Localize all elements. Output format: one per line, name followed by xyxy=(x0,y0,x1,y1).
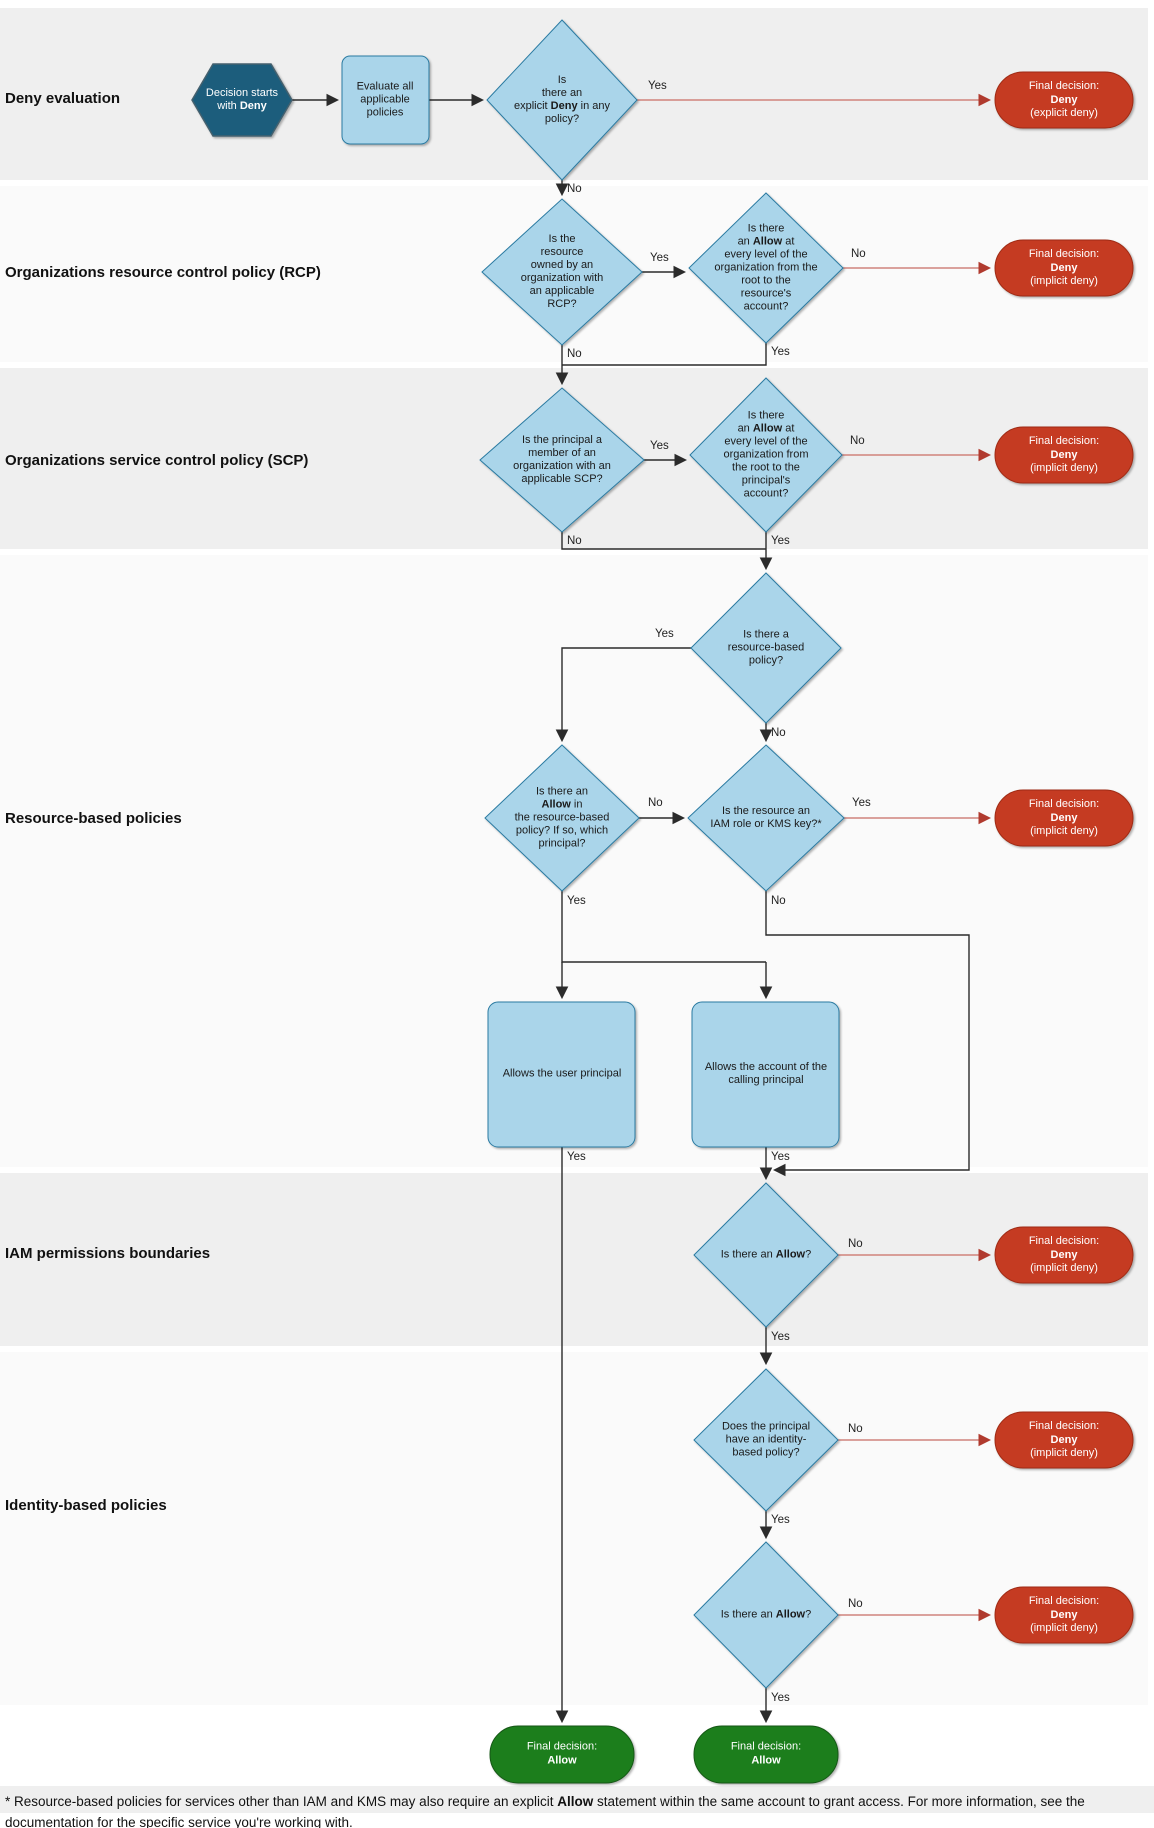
section-label-rcp: Organizations resource control policy (R… xyxy=(5,264,321,281)
start-hexagon xyxy=(191,63,293,137)
diamond-rcp-allow xyxy=(688,192,844,344)
footnote-text: * Resource-based policies for services o… xyxy=(5,1794,1085,1828)
final-allow-oval-right xyxy=(693,1725,839,1784)
final-deny-implicit-oval-identity2 xyxy=(994,1586,1134,1644)
diamond-scp-member-label: Is the principal a member of an organiza… xyxy=(513,434,611,485)
diamond-scp-allow-label: Is there an Allow at every level of the … xyxy=(723,409,809,500)
section-label-scp: Organizations service control policy (SC… xyxy=(5,452,309,469)
diamond-explicit-deny xyxy=(486,19,638,181)
evaluate-policies-label: Evaluate all applicable policies xyxy=(356,80,414,119)
final-deny-explicit-oval xyxy=(994,71,1134,129)
edge-label-no: No xyxy=(648,797,663,809)
edge-scp-no-across xyxy=(561,532,766,550)
final-deny-implicit-oval-scp xyxy=(994,426,1134,484)
band-identity-based xyxy=(0,1352,1148,1705)
edge-label-no: No xyxy=(850,435,865,447)
edge-label-yes: Yes xyxy=(650,440,669,452)
diamond-identity-exists-label: Does the principal have an identity- bas… xyxy=(721,1420,811,1459)
diamond-pb-allow xyxy=(693,1182,839,1328)
edge-label-no: No xyxy=(567,535,582,547)
diamond-rbp-allow-label: Is there an Allow in the resource-based … xyxy=(514,785,610,850)
final-deny-implicit-label-pb: Final decision: Deny (implicit deny) xyxy=(1028,1234,1100,1274)
edge-label-yes: Yes xyxy=(771,535,790,547)
footnote-strip xyxy=(0,1786,1154,1813)
final-deny-implicit-label-identity2: Final decision: Deny (implicit deny) xyxy=(1028,1594,1100,1634)
section-label-permissions-boundaries: IAM permissions boundaries xyxy=(5,1245,211,1262)
edge-label-yes: Yes xyxy=(771,346,790,358)
final-deny-explicit-label: Final decision: Deny (explicit deny) xyxy=(1028,79,1100,119)
section-label-resource-based: Resource-based policies xyxy=(5,810,182,827)
final-deny-implicit-oval-rcp xyxy=(994,239,1134,297)
edge-label-no: No xyxy=(848,1598,863,1610)
final-allow-oval-left xyxy=(489,1725,635,1784)
allows-account-label: Allows the account of the calling princi… xyxy=(704,1061,828,1086)
edge-rcp-allow-yes-return xyxy=(562,343,767,366)
allows-user-principal-box xyxy=(487,1001,636,1148)
edge-label-no: No xyxy=(567,348,582,360)
edge-label-no: No xyxy=(848,1423,863,1435)
diamond-rbp-allow xyxy=(484,744,640,892)
edge-rbp-exists-yes xyxy=(555,647,691,743)
edge-label-no: No xyxy=(771,895,786,907)
edge-rbp-allow-yes-split xyxy=(561,891,766,963)
final-deny-implicit-oval-identity1 xyxy=(994,1411,1134,1469)
edge-label-yes: Yes xyxy=(771,1692,790,1704)
edge-label-yes: Yes xyxy=(648,80,667,92)
edge-label-yes: Yes xyxy=(771,1151,790,1163)
final-deny-implicit-oval-pb xyxy=(994,1226,1134,1284)
diamond-scp-member xyxy=(479,387,645,533)
final-deny-implicit-label-scp: Final decision: Deny (implicit deny) xyxy=(1028,434,1100,474)
diamond-rcp-allow-label: Is there an Allow at every level of the … xyxy=(714,222,818,313)
diamond-identity-exists xyxy=(693,1368,839,1512)
diamond-identity-allow-label: Is there an Allow? xyxy=(720,1608,812,1621)
diamond-pb-allow-label: Is there an Allow? xyxy=(720,1248,812,1261)
final-deny-implicit-label-identity1: Final decision: Deny (implicit deny) xyxy=(1028,1419,1100,1459)
allows-user-principal-label: Allows the user principal xyxy=(502,1067,622,1080)
diamond-iam-kms-label: Is the resource an IAM role or KMS key?* xyxy=(710,805,822,830)
edge-label-yes: Yes xyxy=(852,797,871,809)
final-deny-implicit-oval-rbp xyxy=(994,789,1134,847)
edge-label-yes: Yes xyxy=(650,252,669,264)
edge-label-yes: Yes xyxy=(655,628,674,640)
allows-account-box xyxy=(691,1001,840,1148)
final-allow-label-right: Final decision: Allow xyxy=(730,1740,802,1767)
section-label-deny-evaluation: Deny evaluation xyxy=(5,90,121,107)
diamond-rbp-exists-label: Is there a resource-based policy? xyxy=(727,628,805,667)
edge-label-yes: Yes xyxy=(567,895,586,907)
evaluate-policies-box xyxy=(341,55,430,145)
diamond-rcp-owned-label: Is the resource owned by an organization… xyxy=(520,233,604,310)
band-permissions-boundaries xyxy=(0,1173,1148,1346)
edge-iam-kms-no-loop xyxy=(765,891,970,1177)
edge-label-no: No xyxy=(567,183,582,195)
diamond-identity-allow xyxy=(693,1541,839,1689)
edge-label-no: No xyxy=(848,1238,863,1250)
final-deny-implicit-label-rcp: Final decision: Deny (implicit deny) xyxy=(1028,247,1100,287)
diamond-rcp-owned xyxy=(481,198,643,346)
edge-label-yes: Yes xyxy=(771,1514,790,1526)
edge-label-yes: Yes xyxy=(771,1331,790,1343)
final-allow-label-left: Final decision: Allow xyxy=(526,1740,598,1767)
diamond-scp-allow xyxy=(689,377,843,533)
edge-label-no: No xyxy=(771,727,786,739)
start-hexagon-label: Decision starts with Deny xyxy=(205,87,279,112)
final-deny-implicit-label-rbp: Final decision: Deny (implicit deny) xyxy=(1028,797,1100,837)
diamond-rbp-exists xyxy=(690,572,842,724)
diamond-explicit-deny-label: Is there an explicit Deny in any policy? xyxy=(513,74,610,125)
diamond-iam-kms xyxy=(687,744,845,892)
section-label-identity-based: Identity-based policies xyxy=(5,1497,167,1514)
edge-label-no: No xyxy=(851,248,866,260)
edge-label-yes: Yes xyxy=(567,1151,586,1163)
